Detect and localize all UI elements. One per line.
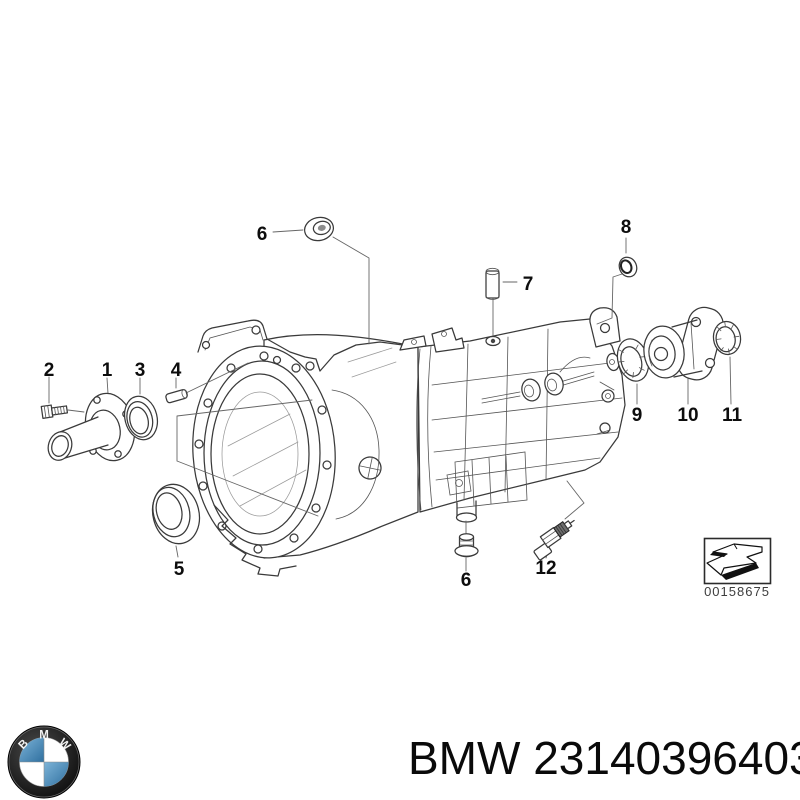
part-2-bolt [40,404,69,419]
callout-8: 8 [621,217,632,238]
part-11-lock-ring [712,320,742,356]
direction-arrow-icon [706,543,763,580]
callout-11: 11 [722,405,743,426]
callout-6-top: 6 [257,224,268,245]
part-10-output-flange [643,306,724,381]
callout-4: 4 [171,360,182,381]
callout-5: 5 [174,559,185,580]
callout-12: 12 [535,558,556,579]
part-8-cap [618,256,638,278]
callout-2: 2 [44,360,55,381]
callout-6-bottom: 6 [461,570,472,591]
diagram-nav-box: 00158675 [703,537,772,599]
gearbox-housing [192,307,626,577]
logo-letter-m: M [39,730,49,742]
callout-10: 10 [677,405,698,426]
callouts: 2 1 3 4 5 6 7 8 9 10 11 12 6 [44,217,743,591]
callout-7: 7 [523,274,534,295]
bmw-logo-icon: B M W [7,725,81,799]
part-1-guide-sleeve [47,392,136,462]
callout-3: 3 [135,360,146,381]
image-code: 00158675 [704,584,770,599]
footer-brand: B M W BMW 23140396403 [7,725,800,799]
part-6-bottom-drain-plug [454,533,479,558]
part-9-shaft-seal [616,338,650,382]
callout-1: 1 [102,360,113,381]
part-12-sensor [533,519,575,561]
callout-9: 9 [632,405,643,426]
product-title: BMW 23140396403 [408,732,800,784]
part-7-pin [485,267,500,300]
leader-lines [48,229,732,572]
part-5-cap [151,483,201,545]
part-3-seal-ring [123,395,159,441]
part-6-top-plug [303,216,335,242]
part-4-dowel-pin [165,389,188,404]
